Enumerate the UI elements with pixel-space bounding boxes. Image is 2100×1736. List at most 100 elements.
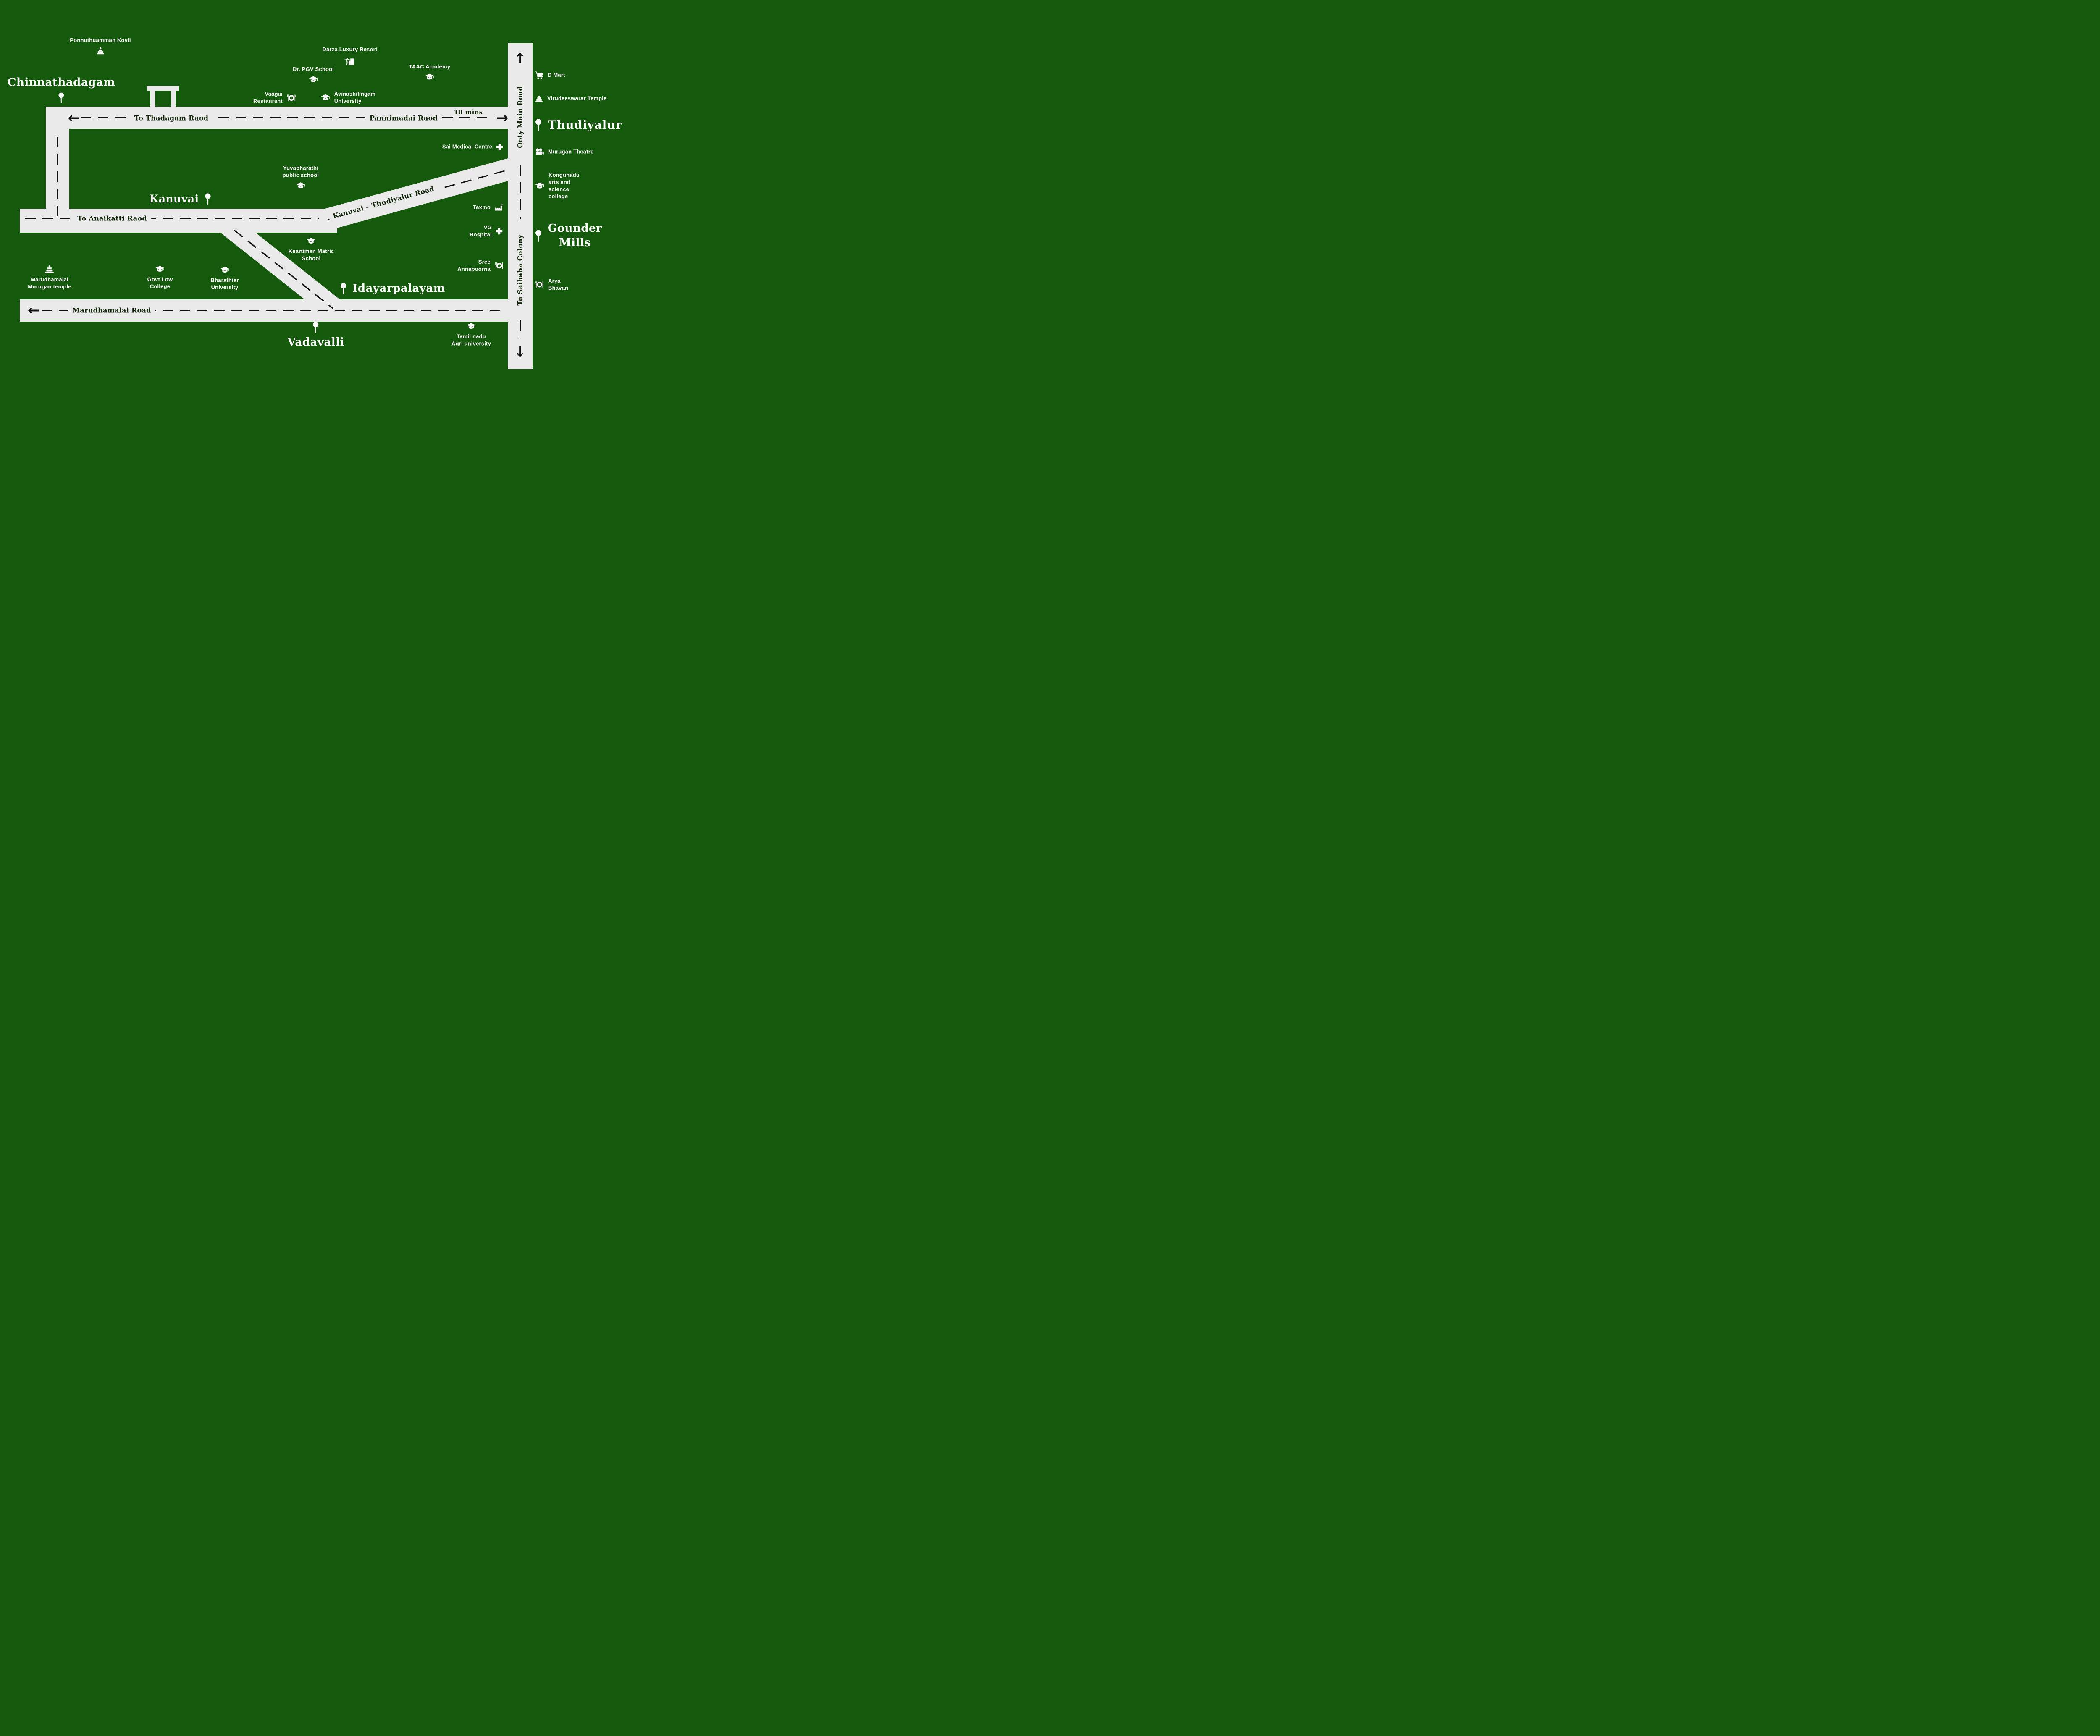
landmark-label: TAAC Academy — [409, 63, 451, 70]
landmark-marudhamalai-temple: Marudhamalai Murugan temple — [28, 264, 71, 291]
hospital-plus-icon — [495, 228, 503, 236]
road-anaikatti — [20, 209, 337, 233]
gate-icon — [147, 86, 179, 107]
hospital-plus-icon — [496, 143, 504, 151]
road-centerline — [520, 320, 521, 338]
town-chinnathadagam: Chinnathadagam — [8, 76, 115, 104]
landmark-label: VG Hospital — [470, 224, 492, 238]
map-pin-icon — [534, 230, 543, 242]
landmark-label: Yuvabharathi public school — [282, 165, 319, 178]
landmark-label: Ponnuthuamman Kovil — [70, 37, 131, 44]
landmark-sree-annapoorna: Sree Annapoorna — [457, 259, 504, 273]
road-label-saibaba: To Saibaba Colony — [515, 230, 525, 310]
town-gounder-mills: Gounder Mills — [534, 222, 602, 250]
temple-icon — [44, 264, 55, 274]
town-idayarpalayam: Idayarpalayam — [339, 282, 445, 296]
landmark-govt-law-college: Govt Low College — [147, 265, 173, 291]
town-label: Chinnathadagam — [7, 76, 116, 89]
graduation-cap-icon — [295, 181, 306, 190]
town-label: Kanuvai — [149, 192, 199, 205]
town-kanuvai: Kanuvai — [149, 192, 212, 206]
resort-icon — [344, 55, 356, 66]
landmark-label: Keartiman Matric School — [288, 248, 334, 262]
landmark-label: Sree Annapoorna — [457, 259, 491, 272]
temple-icon — [95, 46, 105, 55]
road-label-marudhamalai: Marudhamalai Road — [68, 306, 155, 315]
theatre-icon — [534, 148, 545, 157]
graduation-cap-icon — [155, 265, 165, 274]
town-label: Thudiyalur — [548, 118, 622, 132]
landmark-label: Murugan Theatre — [548, 148, 594, 155]
landmark-ponnuthuamman-kovil: Ponnuthuamman Kovil — [70, 37, 131, 55]
location-map: ← → ← ↑ ↓ To Thadagam Raod Pannimadai Ra… — [0, 0, 622, 434]
arrow-down-icon: ↓ — [514, 344, 526, 360]
graduation-cap-icon — [320, 93, 331, 102]
landmark-tamilnadu-agri-university: Tamil nadu Agri university — [452, 322, 491, 348]
landmark-sai-medical-centre: Sai Medical Centre — [442, 143, 504, 151]
town-label: Idayarpalayam — [352, 282, 445, 295]
arrow-left-icon: ← — [68, 110, 80, 126]
landmark-arya-bhavan: Arya Bhavan — [534, 278, 568, 292]
landmark-label: Govt Low College — [147, 276, 173, 290]
landmark-label: Arya Bhavan — [548, 278, 569, 291]
arrow-up-icon: ↑ — [514, 50, 526, 67]
graduation-cap-icon — [306, 237, 317, 246]
temple-icon — [534, 94, 544, 103]
town-vadavalli: Vadavalli — [287, 321, 344, 350]
cart-icon — [534, 71, 544, 80]
map-pin-icon — [204, 193, 212, 205]
landmark-bharathiar-university: Bharathiar University — [210, 266, 239, 291]
factory-icon — [494, 203, 503, 212]
arrow-right-icon: → — [496, 110, 509, 126]
road-label-anaikatti: To Anaikatti Raod — [73, 214, 151, 223]
map-pin-icon — [339, 283, 347, 295]
arrow-left-icon: ← — [27, 302, 40, 319]
landmark-avinashilingam-university: Avinashilingam University — [320, 91, 375, 105]
road-label-pannimadai: Pannimadai Raod — [365, 113, 442, 123]
map-pin-icon — [534, 119, 543, 131]
landmark-darza-resort: Darza Luxury Resort — [323, 46, 378, 66]
graduation-cap-icon — [219, 266, 230, 275]
restaurant-icon — [494, 261, 504, 271]
graduation-cap-icon — [466, 322, 477, 331]
road-label-ooty-main: Ooty Main Road — [515, 82, 525, 152]
road-centerline — [42, 310, 504, 311]
town-label: Gounder Mills — [548, 222, 602, 249]
landmark-yuvabharathi-school: Yuvabharathi public school — [283, 165, 319, 191]
graduation-cap-icon — [308, 75, 319, 84]
restaurant-icon — [534, 280, 545, 290]
landmark-kongunadu-college: Kongunadu arts and science college — [534, 172, 580, 200]
landmark-label: Virudeeswarar Temple — [547, 95, 607, 102]
landmark-label: Bharathiar University — [210, 277, 239, 291]
landmark-keartiman-school: Keartiman Matric School — [289, 237, 334, 262]
graduation-cap-icon — [534, 181, 545, 191]
landmark-label: Texmo — [473, 204, 491, 210]
landmark-label: Sai Medical Centre — [442, 143, 493, 150]
landmark-virudeeswarar-temple: Virudeeswarar Temple — [534, 94, 607, 103]
landmark-taac-academy: TAAC Academy — [409, 63, 450, 82]
landmark-pgv-school: Dr. PGV School — [293, 66, 334, 84]
town-label: Vadavalli — [287, 336, 344, 349]
map-pin-icon — [312, 321, 320, 333]
landmark-murugan-theatre: Murugan Theatre — [534, 148, 593, 157]
landmark-texmo: Texmo — [473, 203, 503, 212]
landmark-label: Tamil nadu Agri university — [451, 333, 491, 347]
landmark-label: Marudhamalai Murugan temple — [28, 276, 71, 290]
town-thudiyalur: Thudiyalur — [534, 118, 622, 133]
landmark-label: Kongunadu arts and science college — [549, 172, 580, 199]
graduation-cap-icon — [424, 73, 435, 82]
landmark-label: Vaagai Restaurant — [253, 91, 283, 104]
landmark-label: D Mart — [548, 71, 565, 78]
road-centerline — [81, 117, 494, 118]
map-pin-icon — [58, 92, 65, 104]
landmark-dmart: D Mart — [534, 71, 565, 80]
road-label-ten-mins: 10 mins — [454, 108, 483, 116]
road-centerline — [520, 165, 521, 219]
road-centerline — [25, 218, 319, 219]
restaurant-icon — [286, 93, 297, 103]
road-centerline — [57, 137, 58, 218]
road-label-thadagam: To Thadagam Raod — [130, 113, 213, 123]
landmark-label: Avinashilingam University — [334, 91, 376, 104]
landmark-vaagai-restaurant: Vaagai Restaurant — [253, 91, 297, 105]
landmark-label: Darza Luxury Resort — [322, 46, 378, 53]
